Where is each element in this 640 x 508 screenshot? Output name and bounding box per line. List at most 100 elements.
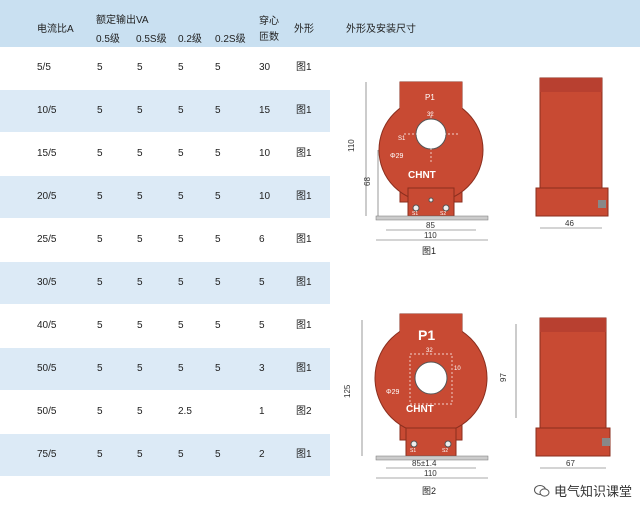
cell-turns: 30 [259,62,271,73]
fig1-base-s1: S1 [412,211,418,217]
cell-c3: 5 [178,191,184,202]
fig2-base-s1: S1 [410,448,416,454]
cell-turns: 6 [259,234,265,245]
cell-c3: 5 [178,277,184,288]
cell-fig: 图1 [296,363,312,374]
cell-ratio: 15/5 [37,148,57,159]
fig1-w110-label: 110 [424,231,437,240]
fig2-d10-label: 10 [454,366,461,372]
cell-c1: 5 [97,277,103,288]
fig1-d32-label: 32 [427,112,434,118]
fig2-dia-label: Φ29 [386,389,399,396]
cell-ratio: 5/5 [37,62,51,73]
watermark-text: 电气知识课堂 [553,484,632,499]
cell-c1: 5 [97,191,103,202]
cell-c3: 2.5 [178,406,192,417]
fig2-caption: 图2 [422,486,436,496]
col-class-02-header: 0.2级 [178,34,202,45]
cell-c1: 5 [97,363,103,374]
cell-fig: 图1 [296,105,312,116]
table-row: 50/5 5 5 2.5 1 图2 [0,391,330,433]
cell-ratio: 10/5 [37,105,57,116]
cell-c3: 5 [178,363,184,374]
col-ratio-header: 电流比A [37,24,74,35]
fig2-d32-label: 32 [426,348,433,354]
cell-turns: 5 [259,277,265,288]
cell-c2: 5 [137,406,143,417]
cell-c4: 5 [215,320,221,331]
cell-c3: 5 [178,320,184,331]
fig2-h97-label: 97 [499,373,508,382]
fig1-h68-label: 68 [363,177,372,186]
cell-fig: 图1 [296,449,312,460]
cell-c2: 5 [137,105,143,116]
cell-c3: 5 [178,148,184,159]
col-class-05-header: 0.5级 [96,34,120,45]
table-row: 25/5 5 5 5 5 6 图1 [0,219,330,261]
cell-ratio: 30/5 [37,277,57,288]
col-class-02s-header: 0.2S级 [215,34,246,45]
cell-c3: 5 [178,234,184,245]
cell-fig: 图2 [296,406,312,417]
cell-c2: 5 [137,320,143,331]
cell-c2: 5 [137,449,143,460]
cell-fig: 图1 [296,62,312,73]
fig1-w85-label: 85 [426,221,435,230]
table-header: 电流比A 额定输出VA 0.5级 0.5S级 0.2级 0.2S级 穿心 匝数 … [0,0,640,47]
cell-c1: 5 [97,406,103,417]
fig2-base-s2: S2 [442,448,448,454]
cell-turns: 3 [259,363,265,374]
cell-c3: 5 [178,449,184,460]
cell-fig: 图1 [296,320,312,331]
col-turns-header-l2: 匝数 [259,32,279,43]
fig2-w67-label: 67 [566,459,575,468]
col-dims-header: 外形及安装尺寸 [346,24,416,35]
cell-fig: 图1 [296,234,312,245]
cell-turns: 10 [259,191,271,202]
cell-ratio: 25/5 [37,234,57,245]
fig1-s1-mark: S1 [398,136,406,142]
cell-turns: 5 [259,320,265,331]
cell-turns: 1 [259,406,265,417]
cell-c4: 5 [215,234,221,245]
fig1-dia-label: Φ29 [390,153,403,160]
ct-window-icon [414,361,448,395]
fig2-w85-label: 85±1.4 [412,459,437,468]
fig2-h125-label: 125 [343,384,352,398]
cell-c2: 5 [137,148,143,159]
fig1-h110-label: 110 [347,139,356,152]
cell-fig: 图1 [296,191,312,202]
cell-c2: 5 [137,191,143,202]
cell-c4: 5 [215,105,221,116]
cell-ratio: 50/5 [37,363,57,374]
cell-c2: 5 [137,62,143,73]
cell-c1: 5 [97,105,103,116]
cell-c2: 5 [137,234,143,245]
cell-c1: 5 [97,234,103,245]
col-shape-header: 外形 [294,24,314,35]
cell-c4: 5 [215,148,221,159]
fig1-caption: 图1 [422,246,436,256]
col-rated-output-header: 额定输出VA [96,15,149,26]
watermark: 电气知识课堂 [533,481,632,500]
cell-turns: 2 [259,449,265,460]
wechat-icon [533,484,550,497]
cell-fig: 图1 [296,277,312,288]
cell-c3: 5 [178,105,184,116]
cell-ratio: 20/5 [37,191,57,202]
fig2-brand-label: CHNT [406,404,434,415]
fig1-brand-label: CHNT [408,170,436,181]
cell-c3: 5 [178,62,184,73]
cell-ratio: 50/5 [37,406,57,417]
cell-c4: 5 [215,449,221,460]
cell-turns: 10 [259,148,271,159]
cell-fig: 图1 [296,148,312,159]
fig2-w110-label: 110 [424,469,437,478]
cell-c1: 5 [97,62,103,73]
